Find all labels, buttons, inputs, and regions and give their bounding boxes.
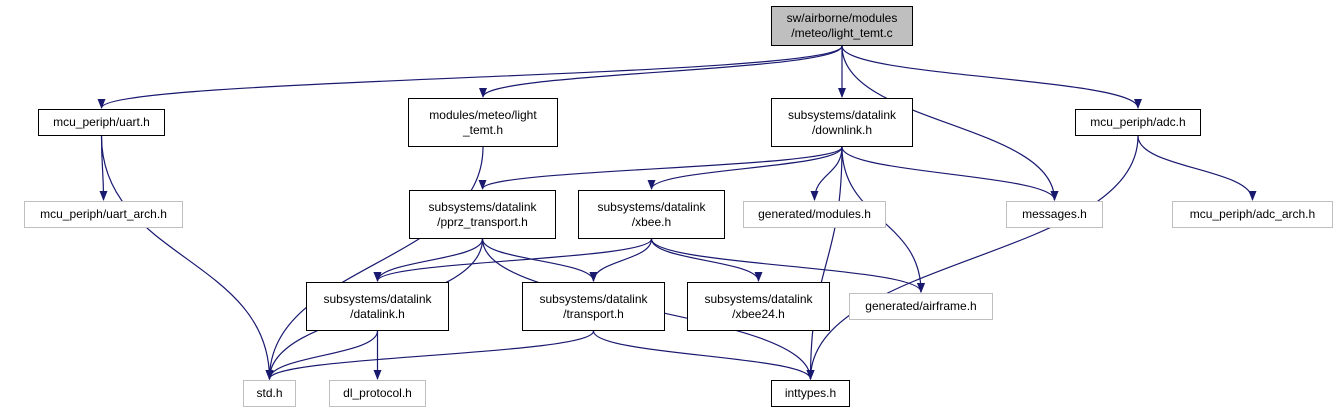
node-root: sw/airborne/modules /meteo/light_temt.c <box>771 6 913 46</box>
node-label: mcu_periph/uart_arch.h <box>40 207 167 221</box>
node-label: modules/meteo/light _temt.h <box>429 107 537 137</box>
node-uart-arch[interactable]: mcu_periph/uart_arch.h <box>24 201 183 228</box>
edge-pprz-to-transport <box>481 238 598 282</box>
node-label: mcu_periph/adc_arch.h <box>1189 207 1316 221</box>
node-datalink[interactable]: subsystems/datalink /datalink.h <box>306 282 449 331</box>
node-label: generated/airframe.h <box>865 299 977 313</box>
edge-pprz-to-datalink <box>373 238 484 282</box>
node-inttypes[interactable]: inttypes.h <box>771 380 850 407</box>
node-transport[interactable]: subsystems/datalink /transport.h <box>522 282 665 331</box>
node-label: mcu_periph/adc.h <box>1090 115 1186 129</box>
node-pprz[interactable]: subsystems/datalink /pprz_transport.h <box>409 190 556 239</box>
node-label: generated/modules.h <box>758 207 871 221</box>
edge-root-to-uart <box>97 45 843 109</box>
node-std[interactable]: std.h <box>243 380 296 407</box>
node-xbee24[interactable]: subsystems/datalink /xbee24.h <box>687 282 830 331</box>
edge-transport-to-std <box>265 330 595 380</box>
edge-datalink-to-std <box>265 330 379 380</box>
node-light[interactable]: modules/meteo/light _temt.h <box>408 98 558 147</box>
edge-uart-to-std <box>100 135 274 380</box>
node-label: std.h <box>256 386 283 400</box>
edge-downlink-to-messages <box>841 146 1059 201</box>
node-adc-arch[interactable]: mcu_periph/adc_arch.h <box>1172 201 1333 228</box>
edge-downlink-to-pprz <box>478 146 843 190</box>
edge-downlink-to-inttypes <box>806 146 843 380</box>
node-messages[interactable]: messages.h <box>1006 201 1103 228</box>
edge-xbee-to-airframe <box>650 238 925 293</box>
node-label: subsystems/datalink /xbee24.h <box>704 291 813 321</box>
node-label: messages.h <box>1022 207 1087 221</box>
edge-root-to-light <box>479 45 843 98</box>
edge-root-to-messages <box>841 45 1059 201</box>
node-label: dl_protocol.h <box>343 386 412 400</box>
node-adc[interactable]: mcu_periph/adc.h <box>1075 109 1201 136</box>
node-dl-protocol[interactable]: dl_protocol.h <box>329 380 426 407</box>
edge-xbee-to-datalink <box>373 238 653 282</box>
node-xbee[interactable]: subsystems/datalink /xbee.h <box>578 190 725 239</box>
node-label: inttypes.h <box>784 386 837 400</box>
edge-xbee-to-transport <box>589 238 653 282</box>
edge-root-to-adc <box>841 45 1142 109</box>
edge-adc-to-inttypes <box>806 135 1139 380</box>
node-label: subsystems/datalink /xbee.h <box>597 199 706 229</box>
edge-downlink-to-modules <box>810 146 843 201</box>
node-modules[interactable]: generated/modules.h <box>743 201 886 228</box>
edge-adc-to-adc_arch <box>1137 135 1257 201</box>
node-label: subsystems/datalink /datalink.h <box>323 291 432 321</box>
edge-light-to-std <box>265 146 484 380</box>
node-airframe[interactable]: generated/airframe.h <box>849 293 993 320</box>
node-label: subsystems/datalink /transport.h <box>539 291 648 321</box>
node-label: sw/airborne/modules /meteo/light_temt.c <box>786 11 898 40</box>
edge-xbee-to-xbee24 <box>650 238 763 282</box>
node-uart[interactable]: mcu_periph/uart.h <box>38 109 165 136</box>
node-downlink[interactable]: subsystems/datalink /downlink.h <box>771 98 913 147</box>
node-label: subsystems/datalink /downlink.h <box>787 107 897 137</box>
edge-downlink-to-xbee <box>647 146 843 190</box>
node-label: subsystems/datalink /pprz_transport.h <box>428 199 537 229</box>
edge-transport-to-inttypes <box>592 330 815 380</box>
node-label: mcu_periph/uart.h <box>53 115 150 129</box>
